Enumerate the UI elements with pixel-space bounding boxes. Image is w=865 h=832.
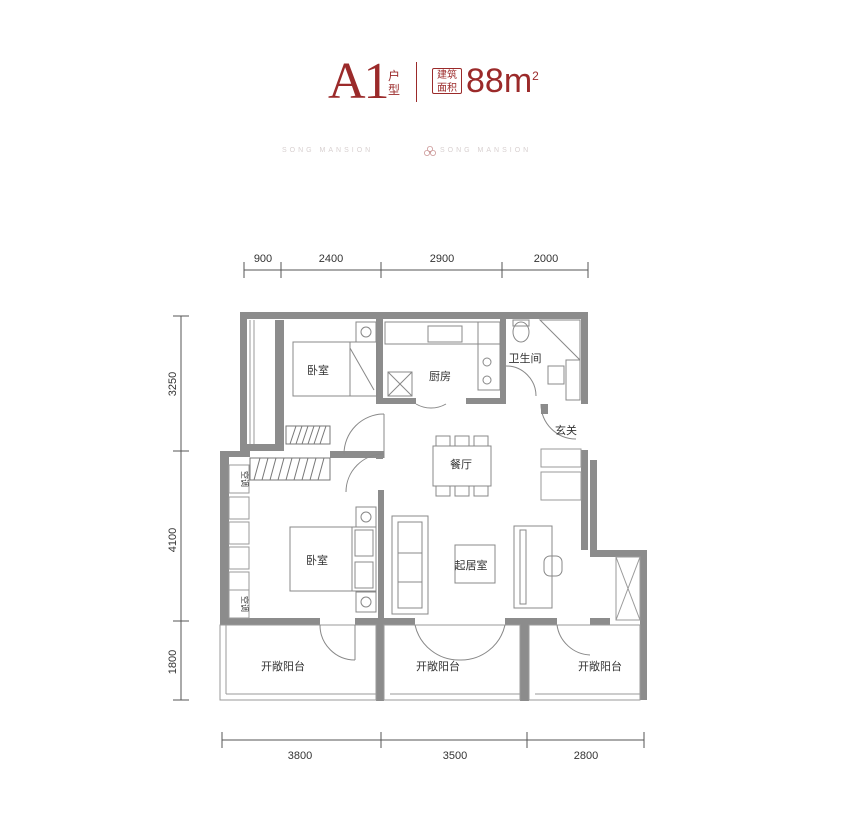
thin-lines — [219, 320, 641, 701]
dim-bottom-3: 2800 — [574, 750, 598, 762]
area-badge-line-1: 建筑 — [437, 70, 457, 81]
bathroom-fixtures — [505, 319, 581, 401]
dim-bottom-1: 3800 — [288, 750, 312, 762]
dim-left-1: 3250 — [167, 372, 179, 396]
bed-upper — [292, 321, 378, 397]
area-badge-line-2: 面积 — [437, 83, 457, 94]
dim-top-4: 2000 — [534, 253, 558, 265]
dimension-left — [173, 315, 189, 701]
walls — [220, 312, 647, 701]
unit-type-label-2: 型 — [387, 83, 400, 97]
dim-left-2: 4100 — [167, 528, 179, 552]
dim-left-3: 1800 — [167, 650, 179, 674]
room-bathroom: 卫生间 — [509, 351, 542, 365]
room-balcony-left: 开敞阳台 — [261, 659, 305, 673]
room-entrance: 玄关 — [555, 423, 577, 437]
area-number: 88m — [466, 62, 533, 100]
room-bedroom-top: 卧室 — [307, 363, 329, 377]
wardrobe-hatch-upper — [285, 425, 331, 445]
ac-label-top: 空调 — [240, 471, 250, 487]
dimension-top — [243, 262, 589, 278]
dining-table — [432, 435, 492, 497]
dim-top-1: 900 — [254, 253, 272, 265]
brand-text-left: SONG MANSION — [282, 147, 374, 154]
room-living: 起居室 — [455, 558, 488, 572]
room-bedroom-main: 卧室 — [306, 553, 328, 567]
room-balcony-mid: 开敞阳台 — [416, 659, 460, 673]
area-unit-sup: 2 — [532, 69, 539, 83]
kitchen-fixtures — [384, 321, 501, 397]
dim-top-3: 2900 — [430, 253, 454, 265]
area-badge: 建筑 面积 — [432, 68, 462, 94]
ac-label-bottom: 空调 — [240, 596, 250, 612]
unit-type-label-1: 户 — [387, 69, 400, 83]
dim-bottom-2: 3500 — [443, 750, 467, 762]
room-kitchen: 厨房 — [429, 370, 451, 383]
dimension-bottom — [221, 732, 645, 748]
bed-main — [289, 506, 377, 613]
brand-text-right: SONG MANSION — [440, 147, 532, 154]
living-furniture — [391, 515, 563, 615]
door-swings — [319, 403, 591, 661]
title-divider — [416, 62, 417, 102]
area-value: 88m2 — [466, 64, 539, 98]
room-balcony-right: 开敞阳台 — [578, 659, 622, 673]
flower-icon — [424, 146, 436, 156]
wardrobe-hatch-lower — [249, 457, 331, 481]
dim-top-2: 2400 — [319, 253, 343, 265]
room-dining: 餐厅 — [450, 457, 472, 471]
unit-code: A1 — [328, 53, 390, 110]
